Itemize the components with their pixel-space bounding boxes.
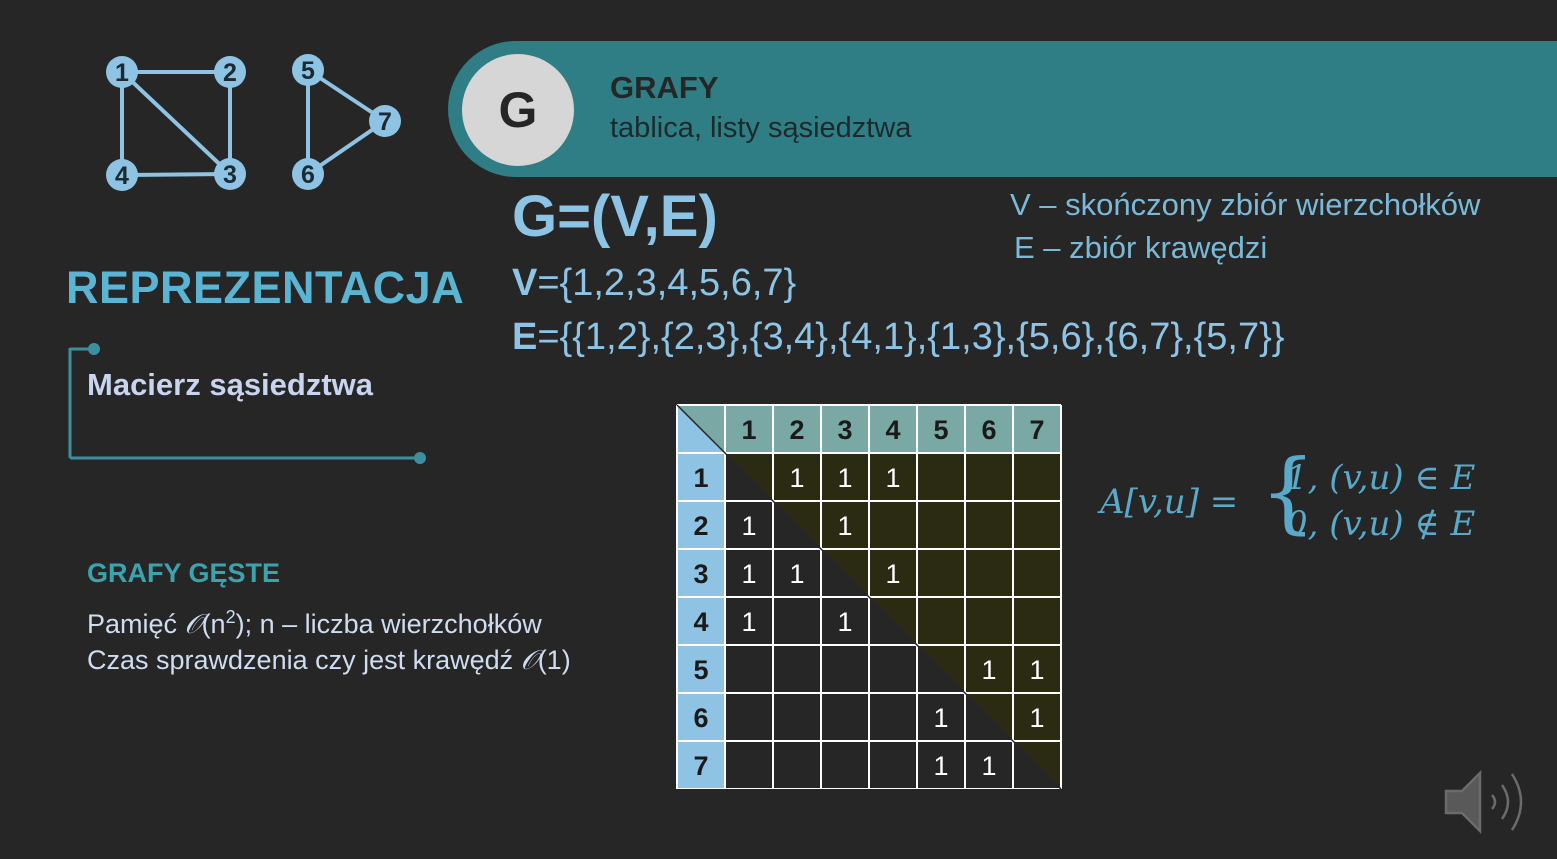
matrix-col-header: 7	[1029, 415, 1044, 445]
memory-note: Pamięć 𝒪(n2); n – liczba wierzchołków	[87, 607, 542, 640]
matrix-cell-value: 1	[933, 751, 948, 781]
matrix-row-header: 7	[693, 751, 708, 781]
topic-badge: G	[462, 54, 574, 166]
matrix-cell-value: 1	[837, 511, 852, 541]
svg-text:1: 1	[115, 59, 129, 87]
slide-title: GRAFY	[610, 70, 719, 105]
section-heading: REPREZENTACJA	[66, 262, 465, 313]
matrix-row-header: 5	[693, 655, 708, 685]
matrix-row-header: 4	[693, 607, 708, 637]
slide-subtitle: tablica, listy sąsiedztwa	[610, 112, 912, 144]
graph-node: 4	[106, 159, 138, 191]
svg-text:3: 3	[223, 161, 237, 189]
matrix-col-header: 6	[981, 415, 996, 445]
matrix-col-header: 2	[789, 415, 804, 445]
formula-case-1: 1, (v,u) ∈ E	[1286, 458, 1476, 498]
graph-node: 2	[214, 56, 246, 88]
matrix-col-header: 5	[933, 415, 948, 445]
graph-node: 3	[214, 158, 246, 190]
matrix-diagonal	[676, 404, 1062, 789]
matrix-row-header: 3	[693, 559, 708, 589]
svg-text:5: 5	[301, 57, 315, 85]
graph-node: 6	[292, 158, 324, 190]
matrix-col-header: 4	[885, 415, 900, 445]
example-graph: 1 2 3 4 5 6 7	[106, 54, 401, 191]
adjacency-matrix: 1 1 2 2 3 3 4 4 5 5 6 6 7 7 1 1 1 1 1 1 1 1 1 1 1 1 1 1 1 1	[676, 404, 1062, 789]
matrix-row-header: 2	[693, 511, 708, 541]
graph-node: 1	[106, 56, 138, 88]
graph-node: 5	[292, 54, 324, 86]
matrix-cell-value: 1	[933, 703, 948, 733]
formula-brace: {	[1260, 440, 1316, 543]
matrix-row-header: 1	[693, 463, 708, 493]
matrix-cell-value: 1	[1029, 703, 1044, 733]
matrix-cell-value: 1	[789, 463, 804, 493]
svg-text:6: 6	[301, 161, 315, 189]
matrix-cell-value: 1	[885, 463, 900, 493]
svg-text:4: 4	[115, 162, 129, 190]
vertex-description: V – skończony zbiór wierzchołków	[1010, 187, 1481, 222]
matrix-cell-value: 1	[741, 511, 756, 541]
section-bracket	[68, 343, 426, 464]
time-note: Czas sprawdzenia czy jest krawędź 𝒪(1)	[87, 645, 571, 676]
svg-text:7: 7	[378, 108, 392, 136]
header-band	[448, 41, 1557, 177]
matrix-cell-value: 1	[837, 607, 852, 637]
matrix-col-header: 1	[741, 415, 756, 445]
graph-node: 7	[369, 105, 401, 137]
vertex-set: V={1,2,3,4,5,6,7}	[512, 262, 797, 304]
formula-lhs: A[v,u] =	[1100, 482, 1239, 522]
subsection-title: Macierz sąsiedztwa	[87, 367, 374, 402]
matrix-cell-value: 1	[981, 655, 996, 685]
svg-text:2: 2	[223, 59, 237, 87]
matrix-col-header: 3	[837, 415, 852, 445]
matrix-cell-value: 1	[1029, 655, 1044, 685]
edge-description: E – zbiór krawędzi	[1014, 230, 1268, 265]
graph-definition: G=(V,E)	[512, 184, 718, 249]
edge-set: E={{1,2},{2,3},{3,4},{4,1},{1,3},{5,6},{…	[512, 316, 1285, 358]
matrix-cell-value: 1	[885, 559, 900, 589]
matrix-row-header: 6	[693, 703, 708, 733]
matrix-cell-value: 1	[741, 607, 756, 637]
matrix-cell-value: 1	[981, 751, 996, 781]
matrix-cell-value: 1	[837, 463, 852, 493]
speaker-icon[interactable]	[1440, 765, 1535, 840]
matrix-cell-value: 1	[741, 559, 756, 589]
formula-case-0: 0, (v,u) ∉ E	[1286, 504, 1476, 544]
adjacency-formula: A[v,u] = { 1, (v,u) ∈ E 0, (v,u) ∉ E	[1100, 448, 1500, 562]
dense-graphs-heading: GRAFY GĘSTE	[87, 558, 281, 588]
matrix-cell-value: 1	[789, 559, 804, 589]
